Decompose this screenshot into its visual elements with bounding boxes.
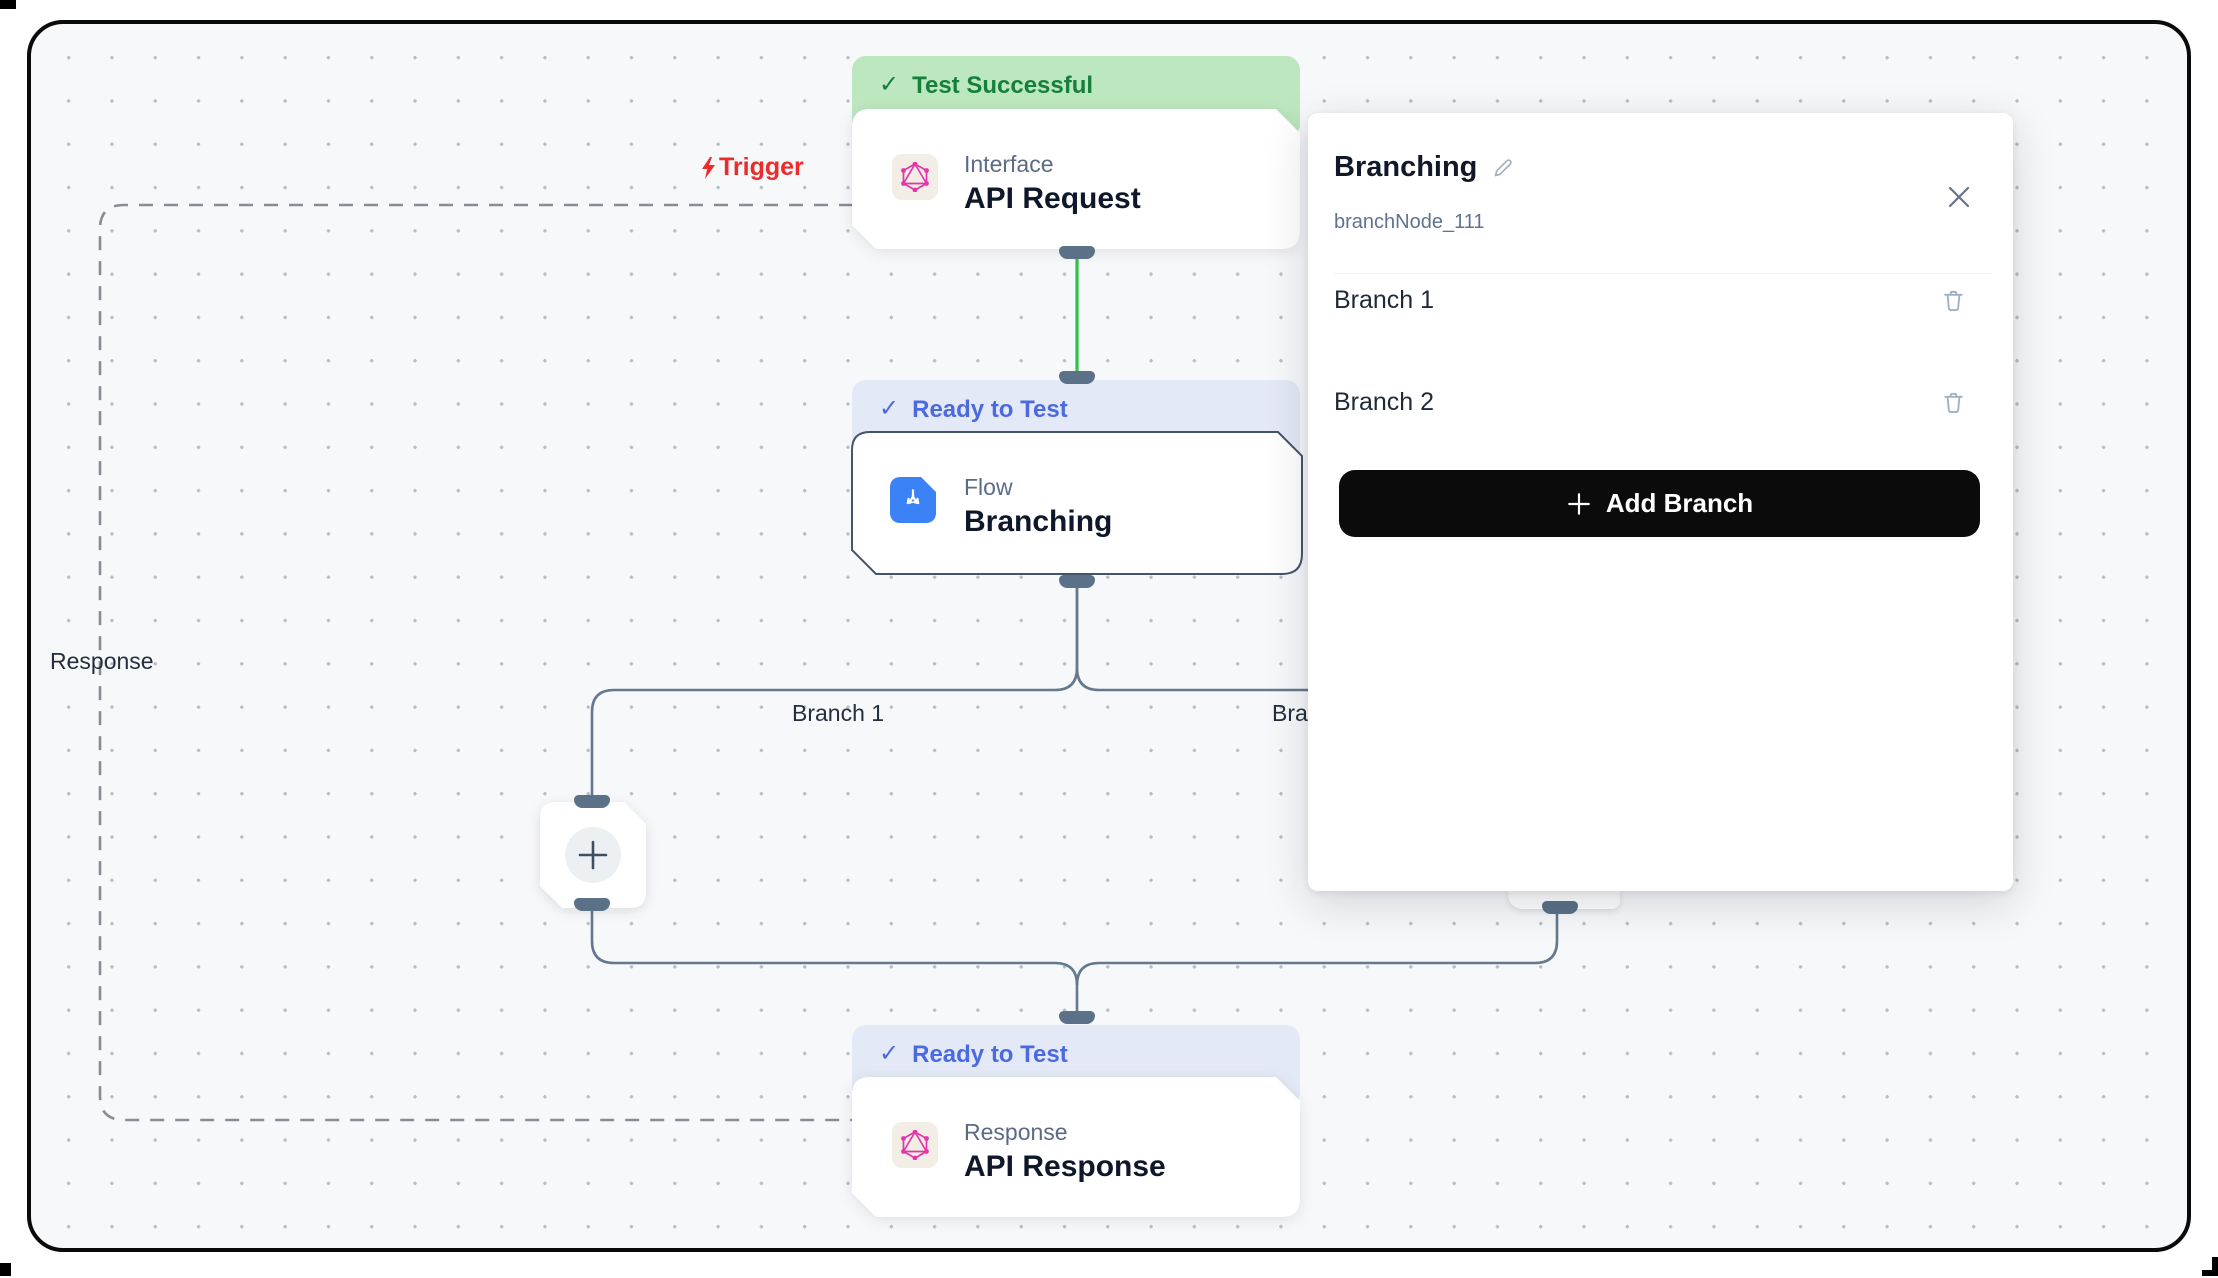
branching-status-text: Ready to Test (912, 395, 1068, 423)
branching-title: Branching (964, 505, 1113, 538)
flow-branch-icon (890, 477, 936, 523)
branch-row-1: Branch 1 (1334, 270, 1973, 330)
api-request-category: Interface (964, 151, 1054, 177)
branch-2-label: Branch 2 (1334, 387, 1435, 416)
api-request-node[interactable]: Interface API Request (852, 109, 1300, 249)
crop-mark-bottom-left (0, 1263, 11, 1276)
branch-row-2: Branch 2 (1334, 372, 1973, 432)
branching-category: Flow (964, 474, 1013, 500)
check-icon: ✓ (879, 71, 900, 98)
api-response-category: Response (964, 1119, 1068, 1145)
port-branching-out[interactable] (1059, 575, 1095, 588)
port-branching-in[interactable] (1059, 371, 1095, 384)
plus-icon (578, 840, 608, 870)
branch-1-label: Branch 1 (1334, 285, 1435, 314)
add-node-button[interactable] (565, 827, 621, 883)
panel-node-id: branchNode_111 (1334, 211, 1485, 233)
port-branch2-node-out[interactable] (1542, 901, 1578, 914)
graphql-icon (892, 154, 938, 200)
api-request-title: API Request (964, 182, 1141, 215)
api-response-node[interactable]: Response API Response (852, 1077, 1300, 1217)
api-response-status-text: Ready to Test (912, 1040, 1068, 1068)
check-icon: ✓ (879, 395, 900, 422)
add-branch-button[interactable]: Add Branch (1339, 470, 1980, 537)
response-edge-label: Response (50, 648, 154, 674)
port-api-response-in[interactable] (1059, 1011, 1095, 1024)
graphql-icon (892, 1122, 938, 1168)
lightning-icon (702, 156, 715, 179)
crop-mark-top-left (0, 0, 16, 9)
panel-title: Branching (1334, 151, 1478, 183)
port-add-node-in[interactable] (574, 795, 610, 808)
port-add-node-out[interactable] (574, 898, 610, 911)
edit-pencil-icon[interactable] (1491, 156, 1515, 180)
panel-divider (1334, 273, 1991, 274)
delete-branch-1-icon[interactable] (1934, 287, 1973, 314)
plus-icon (1567, 492, 1590, 515)
branching-node-outline (851, 431, 1303, 575)
trigger-label: Trigger (700, 153, 804, 182)
crop-mark-bottom-right-h (2202, 1270, 2218, 1276)
branching-settings-panel: Branching branchNode_111 Branch 1 (1308, 113, 2013, 891)
branching-node[interactable]: Flow Branching (852, 432, 1300, 572)
crop-mark-bottom-right-v (2212, 1257, 2218, 1276)
branch1-edge-label: Branch 1 (792, 700, 885, 726)
port-api-request-out[interactable] (1059, 246, 1095, 259)
delete-branch-2-icon[interactable] (1934, 389, 1973, 416)
add-node-card[interactable] (540, 802, 646, 908)
api-request-status-text: Test Successful (912, 71, 1094, 99)
check-icon: ✓ (879, 1040, 900, 1067)
api-response-title: API Response (964, 1150, 1166, 1183)
close-icon[interactable] (1941, 179, 1977, 215)
add-branch-label: Add Branch (1605, 488, 1754, 518)
